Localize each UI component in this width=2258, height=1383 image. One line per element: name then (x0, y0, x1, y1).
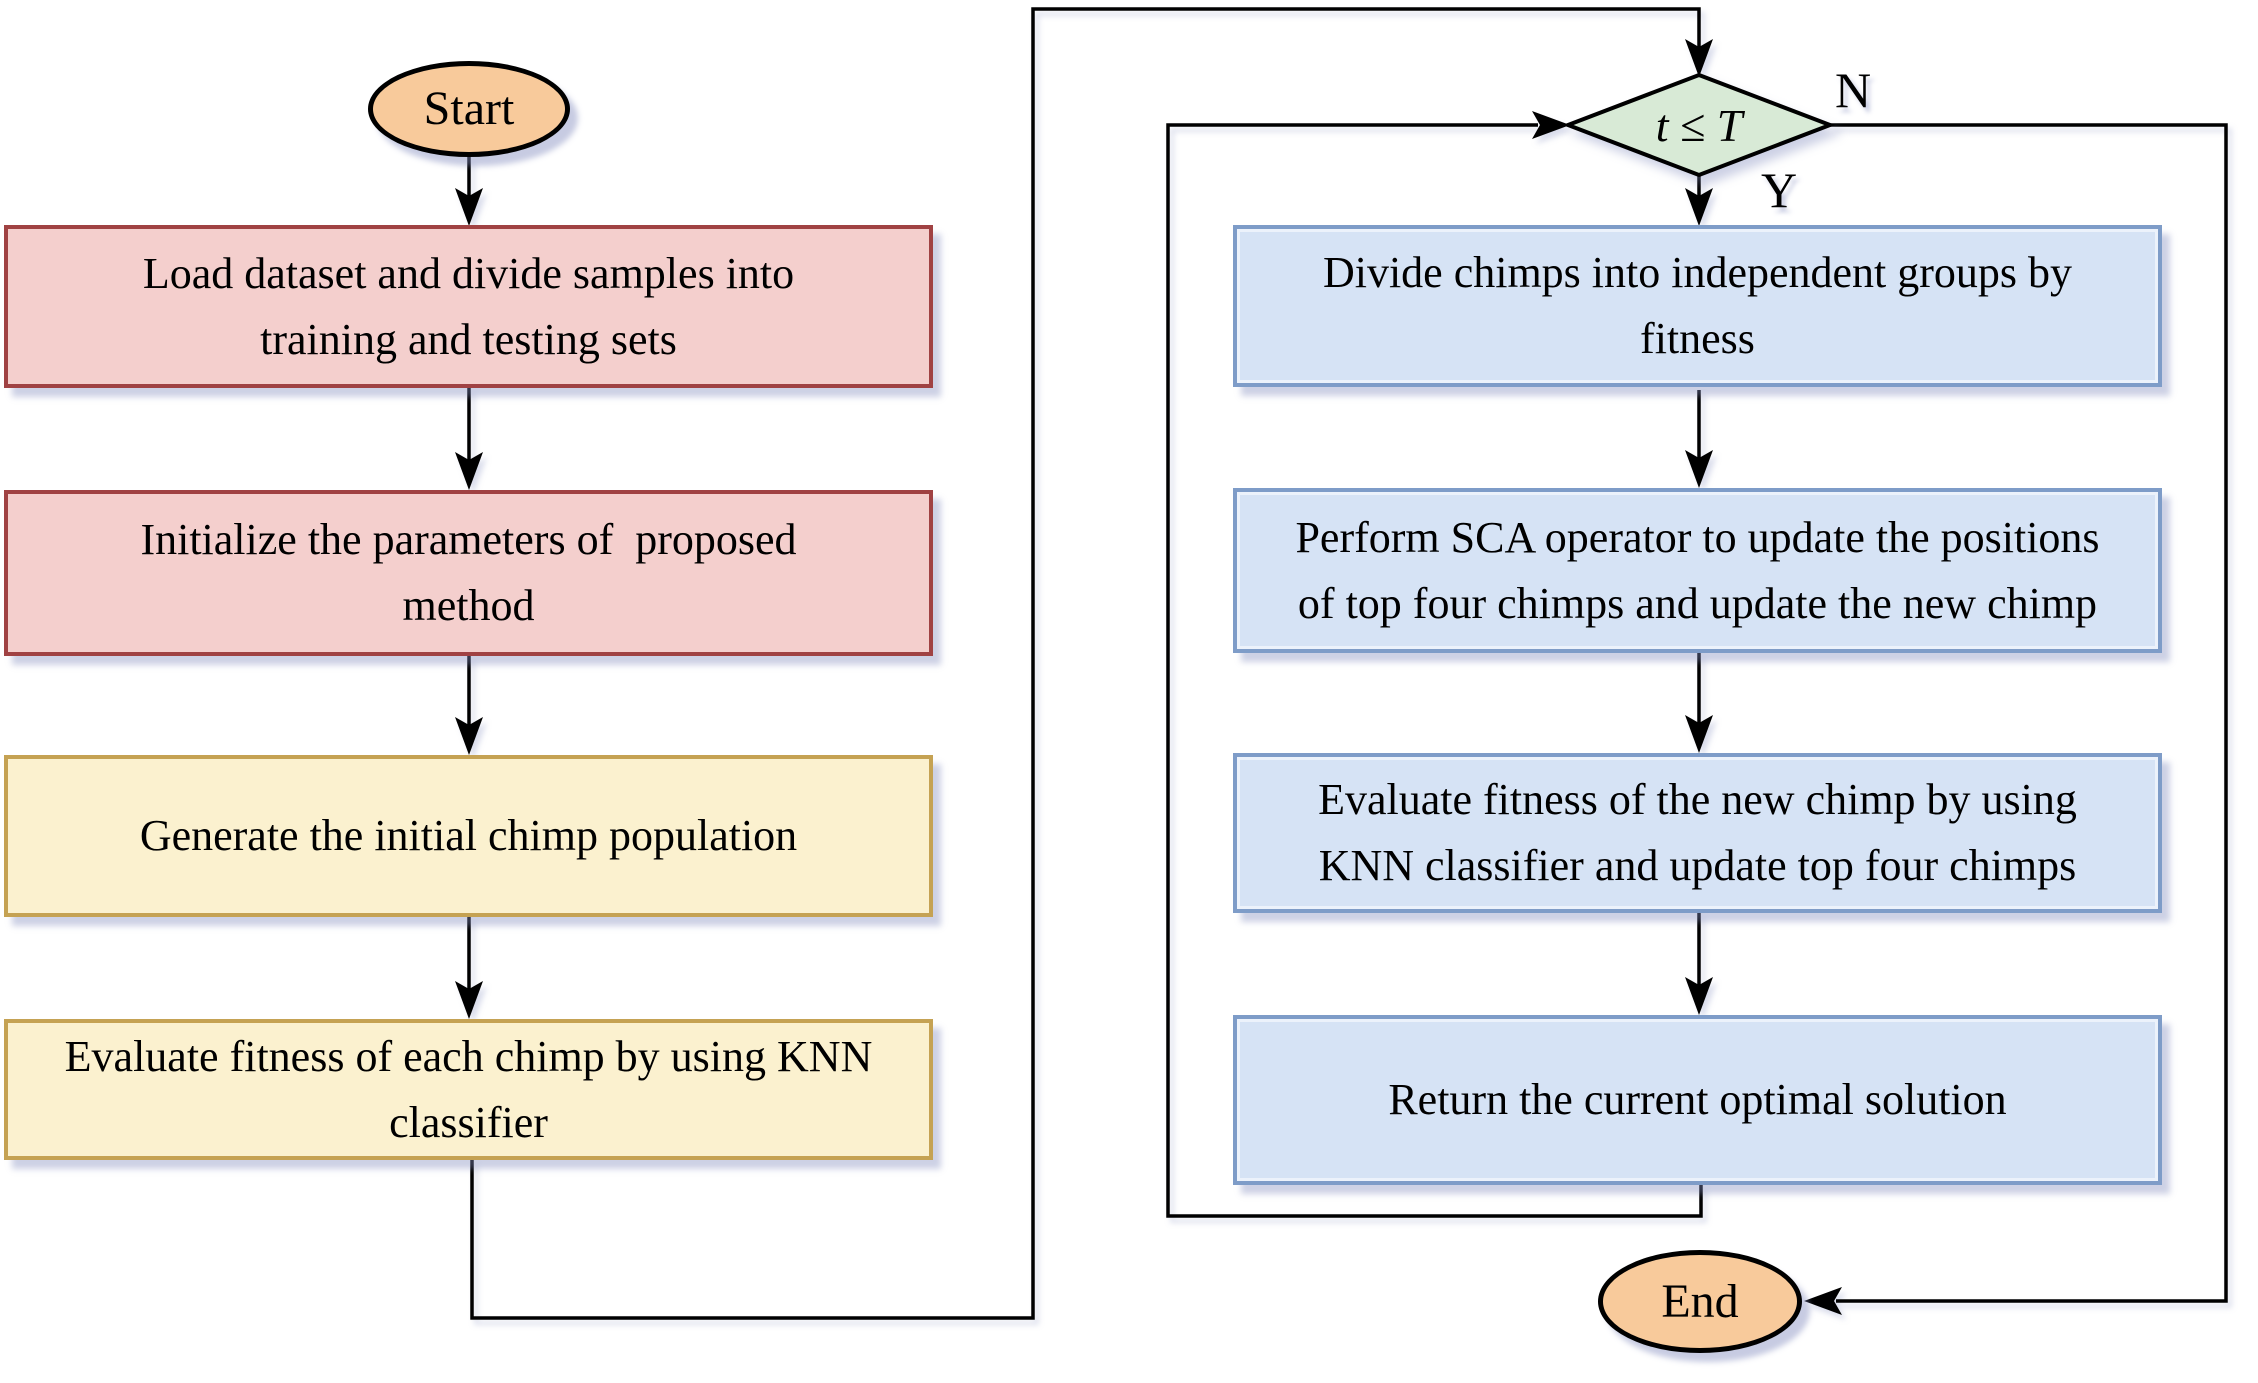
process-perform-sca: Perform SCA operator to update the posit… (1233, 488, 2162, 653)
start-node: Start (368, 61, 570, 157)
arrowhead-decision-top (1685, 39, 1713, 77)
decision-yes-label: Y (1760, 161, 1798, 218)
arrowhead-divide (1685, 188, 1713, 226)
process-load-dataset: Load dataset and divide samples into tra… (4, 225, 933, 388)
process-divide-groups: Divide chimps into independent groups by… (1233, 225, 2162, 387)
arrowhead-initialize (455, 452, 483, 490)
process-return-solution: Return the current optimal solution (1233, 1015, 2162, 1185)
arrowhead-return (1685, 977, 1713, 1015)
arrowhead-load (455, 188, 483, 226)
decision-no-label: N (1834, 61, 1872, 118)
arrowhead-evaluate (455, 981, 483, 1019)
decision-diamond (1562, 72, 1836, 178)
edge-evaluate-to-decision (470, 7, 1701, 1320)
process-generate-population: Generate the initial chimp population (4, 755, 933, 917)
arrowhead-generate (455, 717, 483, 755)
edge-return-loop-to-decision (1166, 123, 1703, 1218)
arrowhead-evaluate-new (1685, 715, 1713, 753)
arrowhead-decision-left (1532, 111, 1570, 139)
decision-condition-label: t ≤ T (1655, 99, 1743, 151)
arrowhead-end (1804, 1287, 1842, 1315)
arrowhead-sca (1685, 450, 1713, 488)
process-evaluate-fitness: Evaluate fitness of each chimp by using … (4, 1019, 933, 1160)
edge-decision-no-to-end (1830, 123, 2228, 1303)
end-node: End (1598, 1250, 1802, 1353)
process-initialize-parameters: Initialize the parameters of proposed me… (4, 490, 933, 656)
process-evaluate-new-chimp: Evaluate fitness of the new chimp by usi… (1233, 753, 2162, 913)
